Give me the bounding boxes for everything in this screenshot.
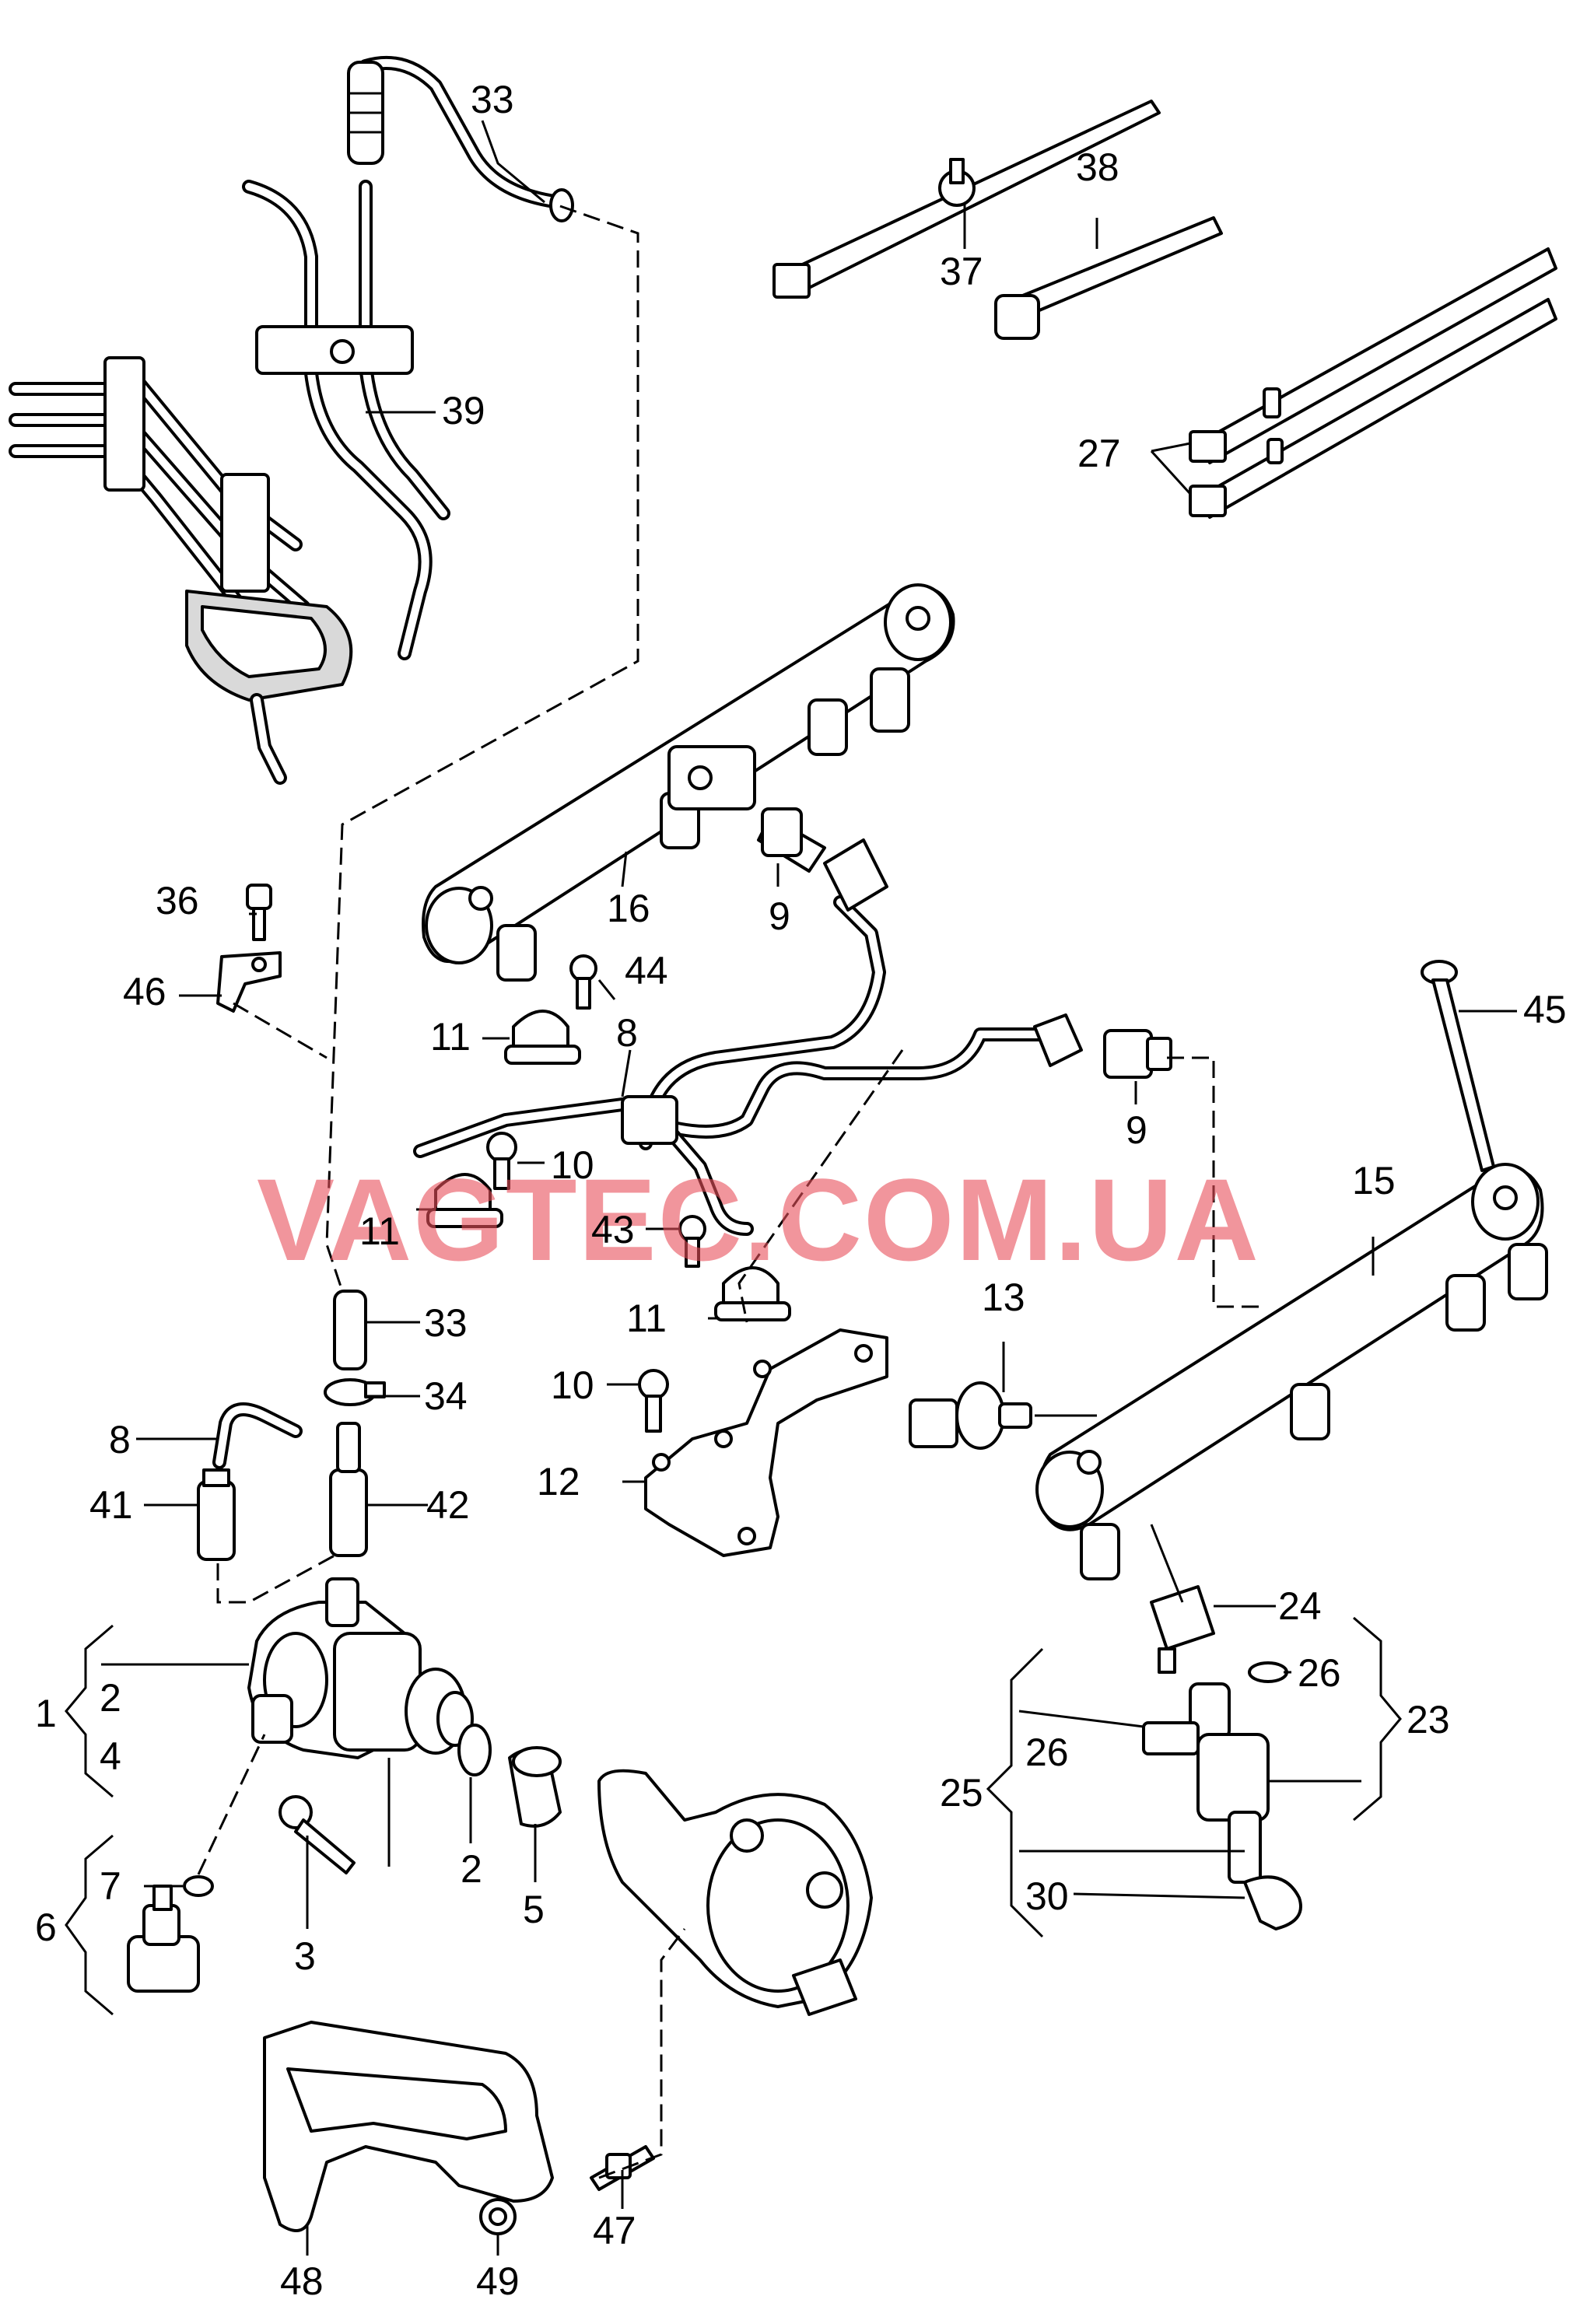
part-49-nut (479, 2198, 517, 2235)
watermark-text: VAGTEC.COM.UA (257, 1154, 1260, 1285)
callout-41: 41 (89, 1483, 133, 1527)
part-11-clamp-c (714, 1266, 791, 1321)
part-8-high-pressure-line (413, 838, 1083, 1236)
leader-lines (101, 120, 1517, 2256)
callout-37: 37 (940, 250, 983, 293)
callout-8-hose: 8 (109, 1418, 131, 1461)
callout-30: 30 (1025, 1874, 1069, 1918)
part-9-union-lower (1103, 1029, 1172, 1079)
part-42-fitting (329, 1422, 368, 1557)
callout-49: 49 (476, 2259, 520, 2303)
callout-8-line: 8 (616, 1011, 638, 1055)
callout-36: 36 (156, 879, 199, 922)
callout-6: 6 (35, 1906, 57, 1949)
part-15-fuel-rail-lower (1035, 1163, 1548, 1580)
part-7-seal (183, 1875, 214, 1897)
callout-16: 16 (607, 887, 650, 930)
part-30-clip (1243, 1875, 1302, 1930)
callout-33-lower: 33 (424, 1301, 468, 1345)
callout-11-c: 11 (626, 1297, 667, 1340)
callout-4: 4 (100, 1734, 121, 1778)
callout-26-upper: 26 (1298, 1651, 1341, 1695)
callout-9-lower: 9 (1126, 1108, 1147, 1152)
callout-7: 7 (100, 1864, 121, 1908)
part-33-hose-top (347, 55, 574, 222)
part-23-injector (1142, 1682, 1270, 1884)
part-34-hose-clamp (324, 1378, 386, 1406)
callout-43: 43 (591, 1208, 635, 1251)
part-2-seal-ring (457, 1724, 492, 1776)
part-33-hose-lower (333, 1290, 367, 1370)
part-12-bracket (644, 1328, 888, 1557)
callout-3: 3 (294, 1934, 316, 1978)
callout-10-a: 10 (551, 1143, 594, 1187)
callout-11-b: 11 (359, 1209, 400, 1253)
part-5-tappet (508, 1746, 562, 1828)
callout-48: 48 (280, 2259, 324, 2303)
callout-9-upper: 9 (769, 894, 790, 938)
callout-42: 42 (426, 1483, 470, 1527)
callout-1: 1 (35, 1692, 57, 1735)
part-13-pressure-sensor (909, 1381, 1032, 1450)
callout-2-ring: 2 (461, 1847, 482, 1891)
part-45-long-bolt (1421, 960, 1495, 1172)
part-9-union-upper (757, 807, 826, 873)
callout-38: 38 (1076, 145, 1119, 189)
callout-34: 34 (424, 1374, 468, 1418)
part-37-cable-tie (772, 100, 1161, 299)
part-1-high-pressure-pump (247, 1577, 474, 1759)
callout-23: 23 (1407, 1698, 1450, 1741)
part-3-bolt (279, 1795, 356, 1874)
part-24-clip (1150, 1585, 1215, 1674)
part-6-sensor (127, 1885, 200, 1993)
part-36-bolt (246, 884, 272, 941)
callout-25: 25 (940, 1771, 983, 1815)
callout-2-pump: 2 (100, 1676, 121, 1720)
part-10-screw-a (486, 1132, 517, 1190)
callout-47: 47 (593, 2209, 636, 2252)
part-10-screw-b (638, 1369, 669, 1433)
part-8-hose-lower (212, 1402, 303, 1469)
callout-11-a: 11 (430, 1015, 471, 1059)
callout-10-b: 10 (551, 1363, 594, 1407)
callout-46: 46 (123, 970, 166, 1013)
part-11-clamp-b (426, 1173, 503, 1228)
part-43-screw (678, 1215, 706, 1268)
callout-24: 24 (1278, 1584, 1322, 1628)
callout-12: 12 (537, 1460, 580, 1503)
callout-13: 13 (982, 1276, 1025, 1319)
part-41-fitting (197, 1468, 236, 1561)
callout-26-lower: 26 (1025, 1731, 1069, 1774)
part-39-pipe-bundle (9, 180, 450, 785)
part-27-cable-ties (1189, 247, 1557, 519)
part-11-clamp-a (504, 1010, 581, 1065)
part-48-bracket (263, 2021, 554, 2232)
callout-27: 27 (1077, 432, 1121, 475)
group-braces (65, 1616, 1402, 2016)
callout-15: 15 (1352, 1159, 1396, 1202)
part-38-clip (994, 216, 1223, 340)
part-16-fuel-rail-upper (422, 583, 955, 982)
pump-housing (597, 1769, 873, 2016)
callout-labels: 33 38 37 39 27 36 46 16 9 44 45 11 8 9 1… (35, 78, 1567, 2303)
callout-39: 39 (442, 389, 485, 432)
callout-44: 44 (625, 949, 668, 992)
part-46-bracket (216, 951, 282, 1013)
callout-45: 45 (1523, 988, 1567, 1031)
part-26-seal-ring (1248, 1661, 1288, 1683)
part-44-screw (569, 954, 597, 1010)
callout-33-top: 33 (471, 78, 514, 121)
callout-5: 5 (523, 1888, 545, 1931)
